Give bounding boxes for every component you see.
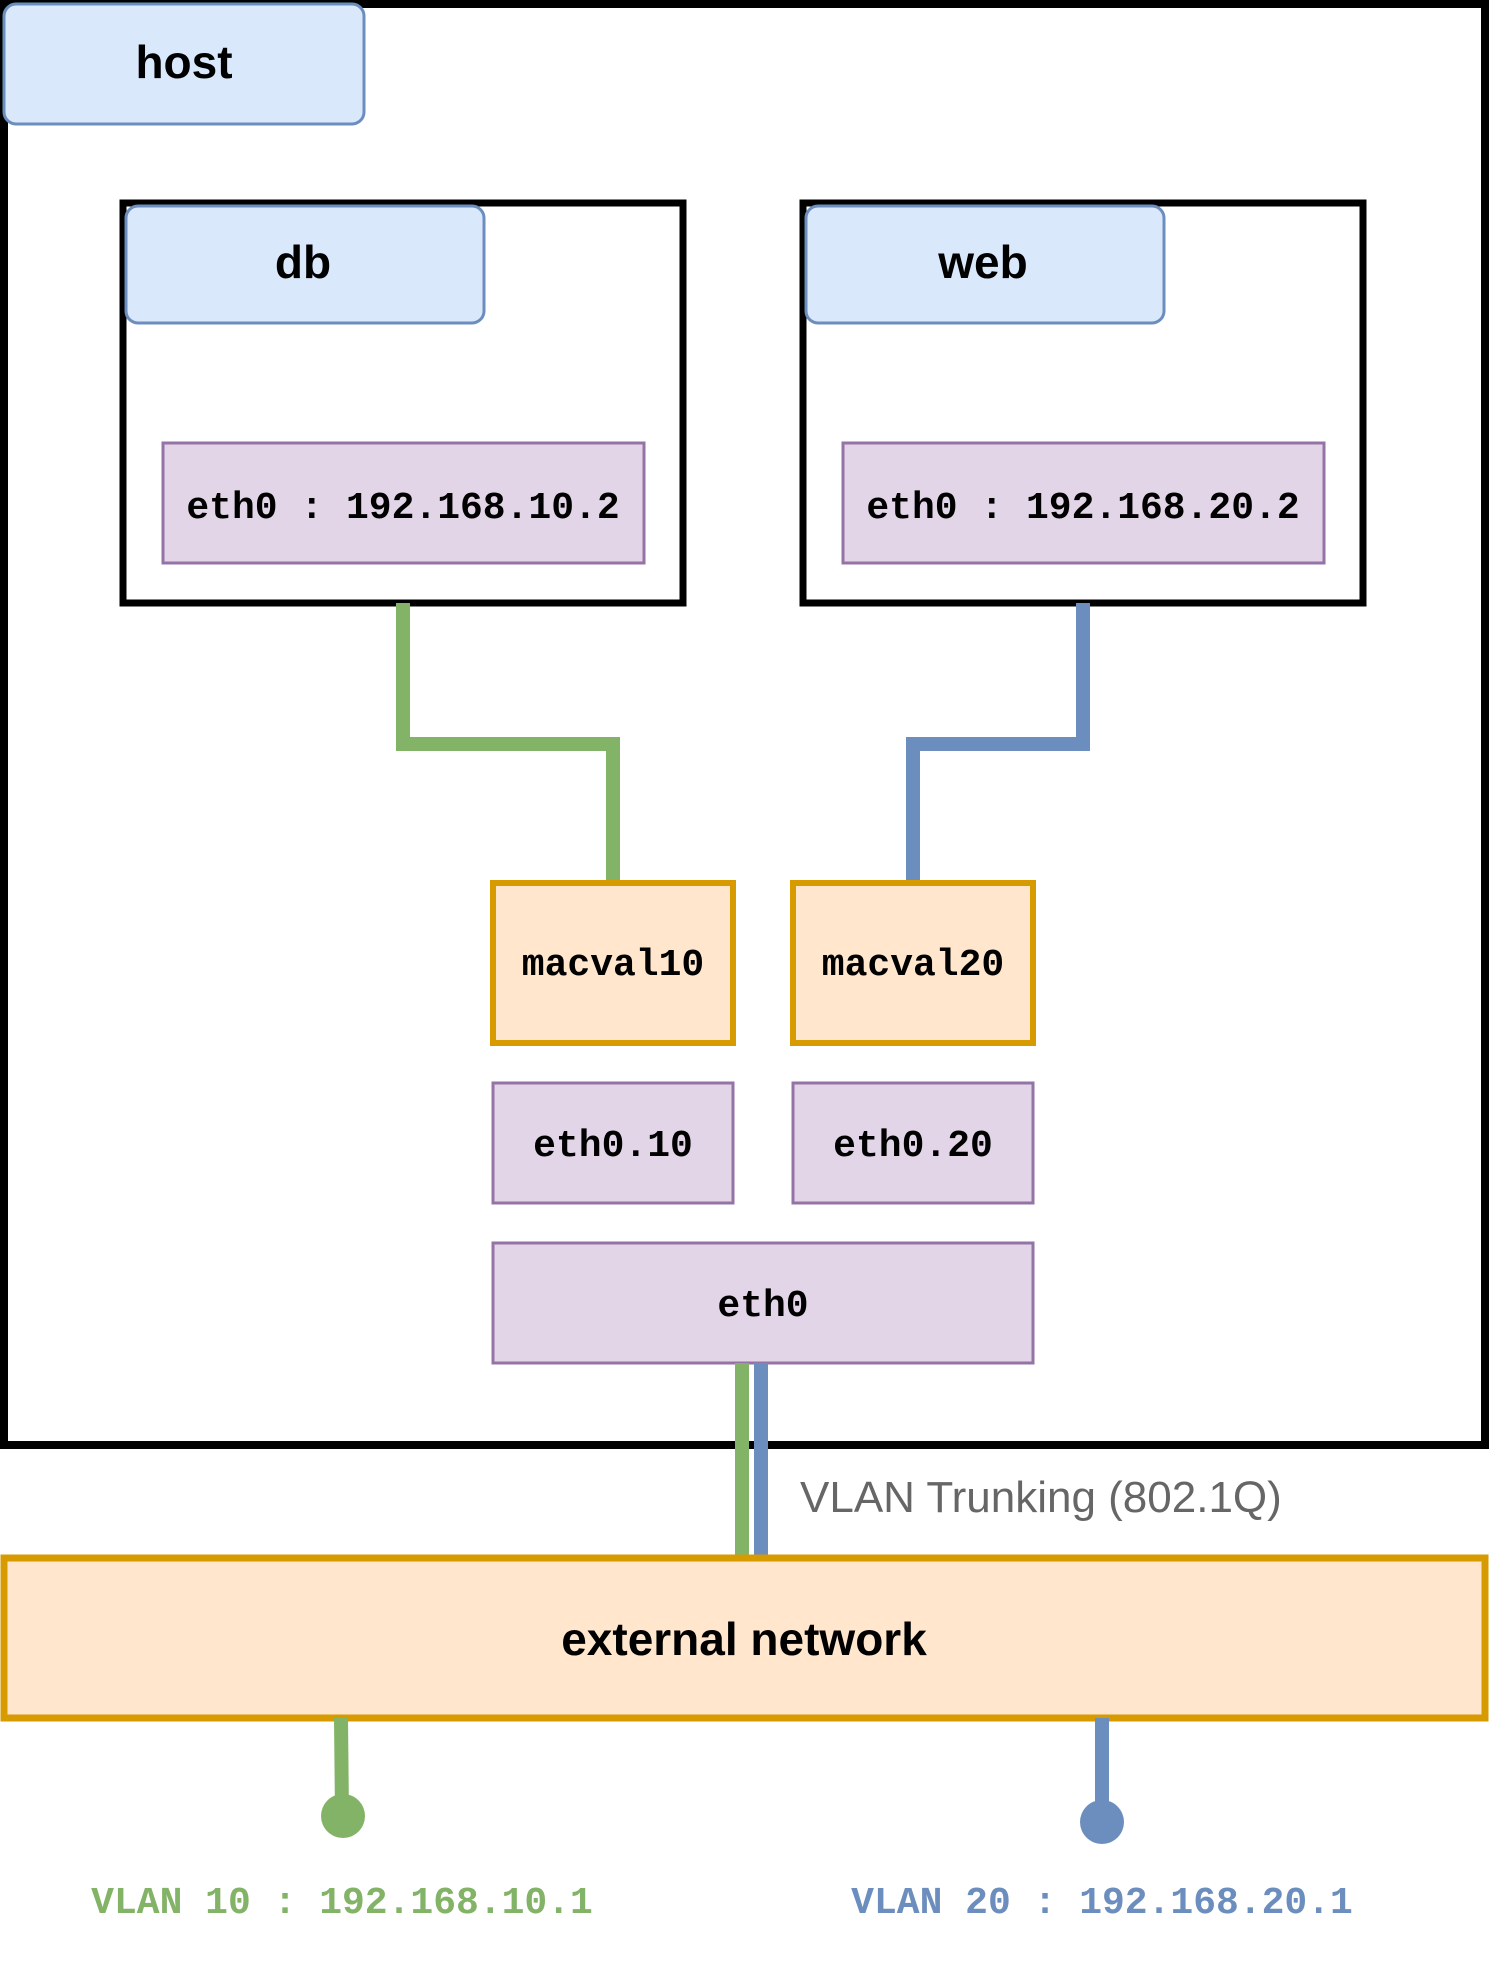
db-label: db xyxy=(275,236,331,288)
web-eth0-interface xyxy=(841,441,1326,565)
vlan10-gateway-endpoint xyxy=(321,1794,365,1838)
eth0-10-subinterface xyxy=(491,1081,735,1205)
web-label-box xyxy=(804,204,1166,325)
external-network-box xyxy=(0,1554,1489,1722)
eth0-20-subinterface xyxy=(791,1081,1035,1205)
trunk-label: VLAN Trunking (802.1Q) xyxy=(800,1473,1282,1522)
macvlan10-box xyxy=(490,880,736,1046)
macvlan20-label: macval20 xyxy=(822,944,1004,987)
vlan20-gateway-endpoint xyxy=(1080,1800,1124,1844)
host-label: host xyxy=(135,36,232,88)
vlan10-gateway-label: VLAN 10 : 192.168.10.1 xyxy=(91,1882,593,1925)
vlan20-gateway-label: VLAN 20 : 192.168.20.1 xyxy=(851,1882,1353,1925)
macvlan20-box xyxy=(790,880,1036,1046)
web-label: web xyxy=(937,236,1027,288)
eth0-20-label: eth0.20 xyxy=(833,1125,993,1168)
web-eth0-label: eth0 : 192.168.20.2 xyxy=(866,487,1299,530)
macvlan10-label: macval10 xyxy=(522,944,704,987)
db-eth0-label: eth0 : 192.168.10.2 xyxy=(186,487,619,530)
db-to-macvlan10-link xyxy=(396,603,620,883)
db-eth0-interface xyxy=(161,441,646,565)
external-network-label: external network xyxy=(561,1613,927,1665)
host-eth0-label: eth0 xyxy=(717,1285,808,1328)
host-label-box xyxy=(2,2,366,126)
host-eth0-interface xyxy=(491,1241,1035,1365)
web-to-macvlan20-link xyxy=(906,603,1090,883)
eth0-10-label: eth0.10 xyxy=(533,1125,693,1168)
db-label-box xyxy=(124,204,486,325)
